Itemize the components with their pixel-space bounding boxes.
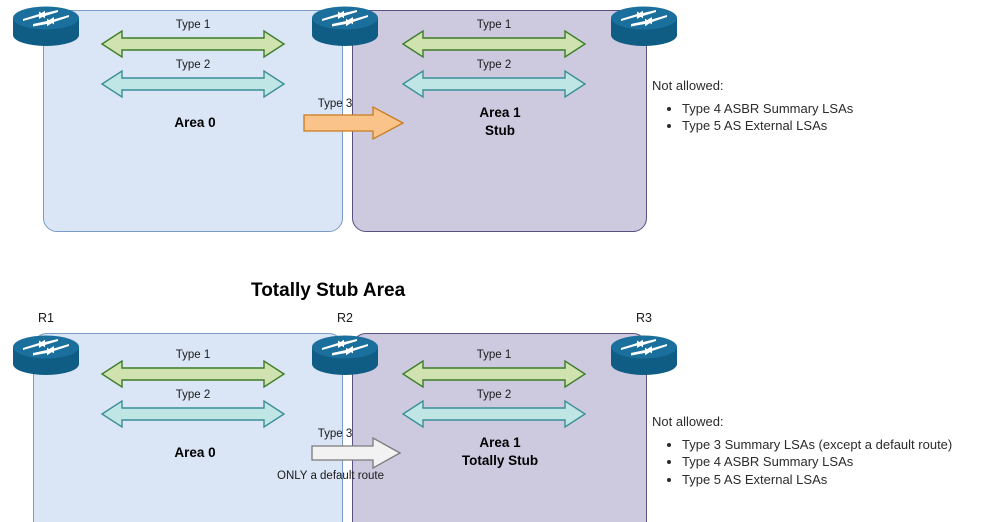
arrow-label-type1-area0-totally-stub: Type 1 [175, 349, 211, 361]
arrow-label-type1-area0-stub: Type 1 [175, 19, 211, 31]
not-allowed-block-totally-stub: Not allowed: Type 3 Summary LSAs (except… [652, 414, 996, 488]
arrow-type3-orange-stub [303, 106, 404, 140]
router-label-r2: R2 [337, 311, 353, 325]
arrow-type2-area1-stub [401, 68, 587, 100]
arrow-note-default-route: ONLY a default route [277, 470, 384, 482]
arrow-label-type2-area1-stub: Type 2 [476, 59, 512, 71]
arrow-label-type2-area0-stub: Type 2 [175, 59, 211, 71]
router-icon-r3 [607, 331, 681, 377]
area-label-area0-stub: Area 0 [174, 115, 216, 130]
area-box-area1-totally-stub [352, 333, 647, 522]
router-icon-r2 [308, 331, 382, 377]
not-allowed-item: Type 5 AS External LSAs [682, 471, 996, 488]
area-box-area0-totally-stub [33, 333, 343, 522]
arrow-type1-area0-stub [100, 28, 286, 60]
router-icon-left-stub [9, 2, 83, 48]
not-allowed-title-totally-stub: Not allowed: [652, 414, 724, 429]
area-label-area1-stub: Area 1 Stub [479, 105, 521, 139]
arrow-label-type1-area1-totally-stub: Type 1 [476, 349, 512, 361]
arrow-label-type3-stub: Type 3 [317, 98, 353, 110]
arrow-type2-area0-stub [100, 68, 286, 100]
section-title-totally-stub: Totally Stub Area [251, 280, 406, 301]
not-allowed-title-stub: Not allowed: [652, 78, 724, 93]
arrow-type2-area0-totally-stub [100, 398, 286, 430]
arrow-type3-gray-totally-stub [311, 437, 401, 469]
not-allowed-list-stub: Type 4 ASBR Summary LSAs Type 5 AS Exter… [652, 100, 992, 135]
arrow-label-type3-totally-stub: Type 3 [317, 428, 353, 440]
router-icon-right-stub [607, 2, 681, 48]
arrow-type1-area1-stub [401, 28, 587, 60]
arrow-type2-area1-totally-stub [401, 398, 587, 430]
arrow-label-type2-area1-totally-stub: Type 2 [476, 389, 512, 401]
not-allowed-list-totally-stub: Type 3 Summary LSAs (except a default ro… [652, 436, 996, 488]
router-label-r1: R1 [38, 311, 54, 325]
not-allowed-item: Type 3 Summary LSAs (except a default ro… [682, 436, 996, 453]
router-label-r3: R3 [636, 311, 652, 325]
arrow-label-type2-area0-totally-stub: Type 2 [175, 389, 211, 401]
area-label-area1-totally-stub: Area 1 Totally Stub [461, 435, 539, 469]
arrow-type1-area1-totally-stub [401, 358, 587, 390]
router-icon-middle-stub [308, 2, 382, 48]
arrow-label-type1-area1-stub: Type 1 [476, 19, 512, 31]
not-allowed-item: Type 4 ASBR Summary LSAs [682, 453, 996, 470]
area-label-area0-totally-stub: Area 0 [174, 445, 216, 460]
not-allowed-item: Type 4 ASBR Summary LSAs [682, 100, 992, 117]
not-allowed-item: Type 5 AS External LSAs [682, 117, 992, 134]
router-icon-r1 [9, 331, 83, 377]
arrow-type1-area0-totally-stub [100, 358, 286, 390]
not-allowed-block-stub: Not allowed: Type 4 ASBR Summary LSAs Ty… [652, 78, 992, 135]
